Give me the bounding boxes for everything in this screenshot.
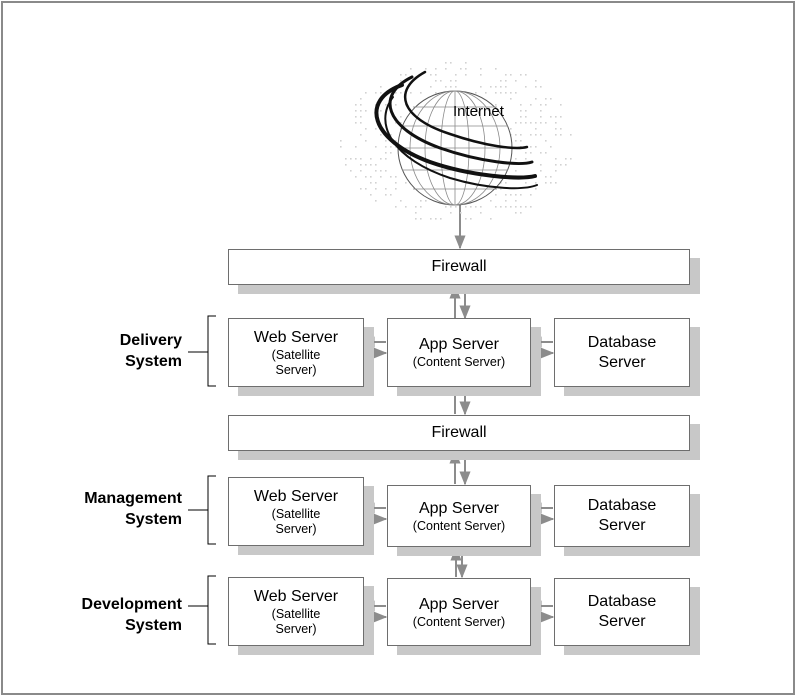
delivery-system-label: Delivery System (119, 332, 182, 370)
management-database-server: Database Server (554, 485, 690, 547)
development-web-server: Web Server (Satellite Server) (228, 577, 364, 646)
delivery-database-server: Database Server (554, 318, 690, 387)
delivery-app-server: App Server (Content Server) (387, 318, 531, 387)
firewall-1: Firewall (228, 249, 690, 285)
internet-label: Internet (453, 103, 504, 120)
management-system-bracket (207, 475, 216, 545)
development-database-server: Database Server (554, 578, 690, 646)
development-app-server: App Server (Content Server) (387, 578, 531, 646)
firewall-2-label: Firewall (431, 424, 487, 441)
development-system-bracket (207, 575, 216, 645)
management-web-server: Web Server (Satellite Server) (228, 477, 364, 546)
management-system-label: Management System (84, 490, 182, 528)
management-app-server: App Server (Content Server) (387, 485, 531, 547)
delivery-web-server: Web Server (Satellite Server) (228, 318, 364, 387)
internet-globe-icon (340, 62, 572, 220)
development-system-label: Development System (81, 596, 182, 634)
firewall-1-label: Firewall (431, 258, 487, 275)
delivery-system-bracket (207, 315, 216, 387)
firewall-2: Firewall (228, 415, 690, 451)
